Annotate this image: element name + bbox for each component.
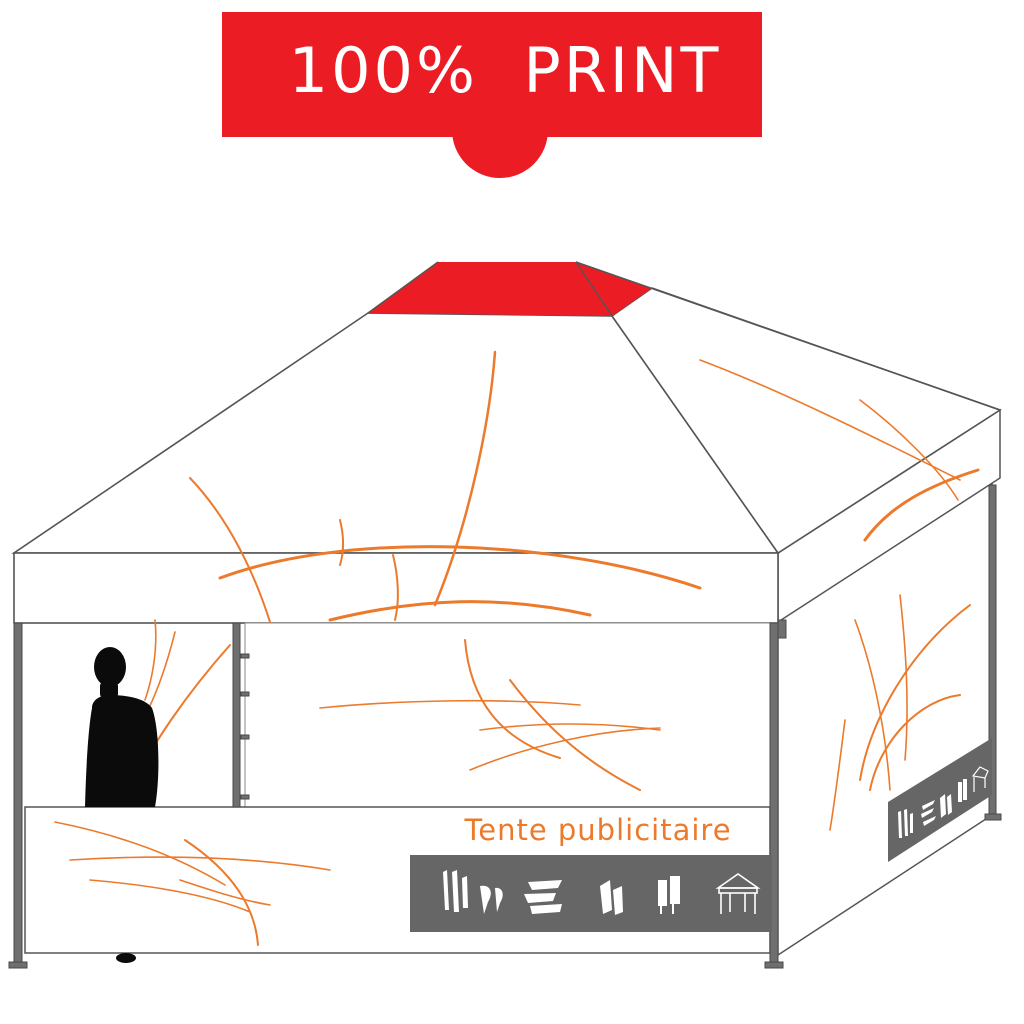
banner-tab bbox=[452, 82, 548, 178]
brand-text: Tente publicitaire bbox=[463, 813, 731, 847]
tent-frame bbox=[8, 484, 1002, 969]
roof-top-print bbox=[368, 262, 652, 316]
side-icon-panel bbox=[888, 738, 992, 862]
horizontal-banner-icon bbox=[921, 800, 936, 826]
horizontal-banner-icon bbox=[524, 880, 562, 914]
tent-icon bbox=[715, 873, 761, 914]
wall-flag-icon bbox=[658, 876, 680, 914]
flag-banners-icon bbox=[443, 870, 468, 912]
front-back-wall bbox=[244, 622, 773, 808]
roof-ridge-back bbox=[575, 261, 1001, 411]
wall-flag-icon bbox=[958, 779, 967, 802]
orange-swooshes bbox=[54, 350, 980, 946]
roof-ridge-mid bbox=[575, 261, 613, 317]
teardrop-flag-icon bbox=[480, 885, 503, 914]
roll-banner-icon bbox=[940, 794, 952, 818]
front-icon-panel bbox=[410, 855, 772, 932]
tent-roof bbox=[11, 261, 1002, 555]
flag-banners-icon bbox=[898, 809, 913, 838]
person-silhouette bbox=[85, 647, 159, 963]
banner-title: 100% PRINT bbox=[289, 34, 722, 107]
print-banner: 100% PRINT bbox=[222, 12, 762, 178]
roll-banner-icon bbox=[600, 880, 623, 915]
roof-ridge-left bbox=[367, 261, 439, 314]
tent-icon bbox=[971, 766, 989, 792]
